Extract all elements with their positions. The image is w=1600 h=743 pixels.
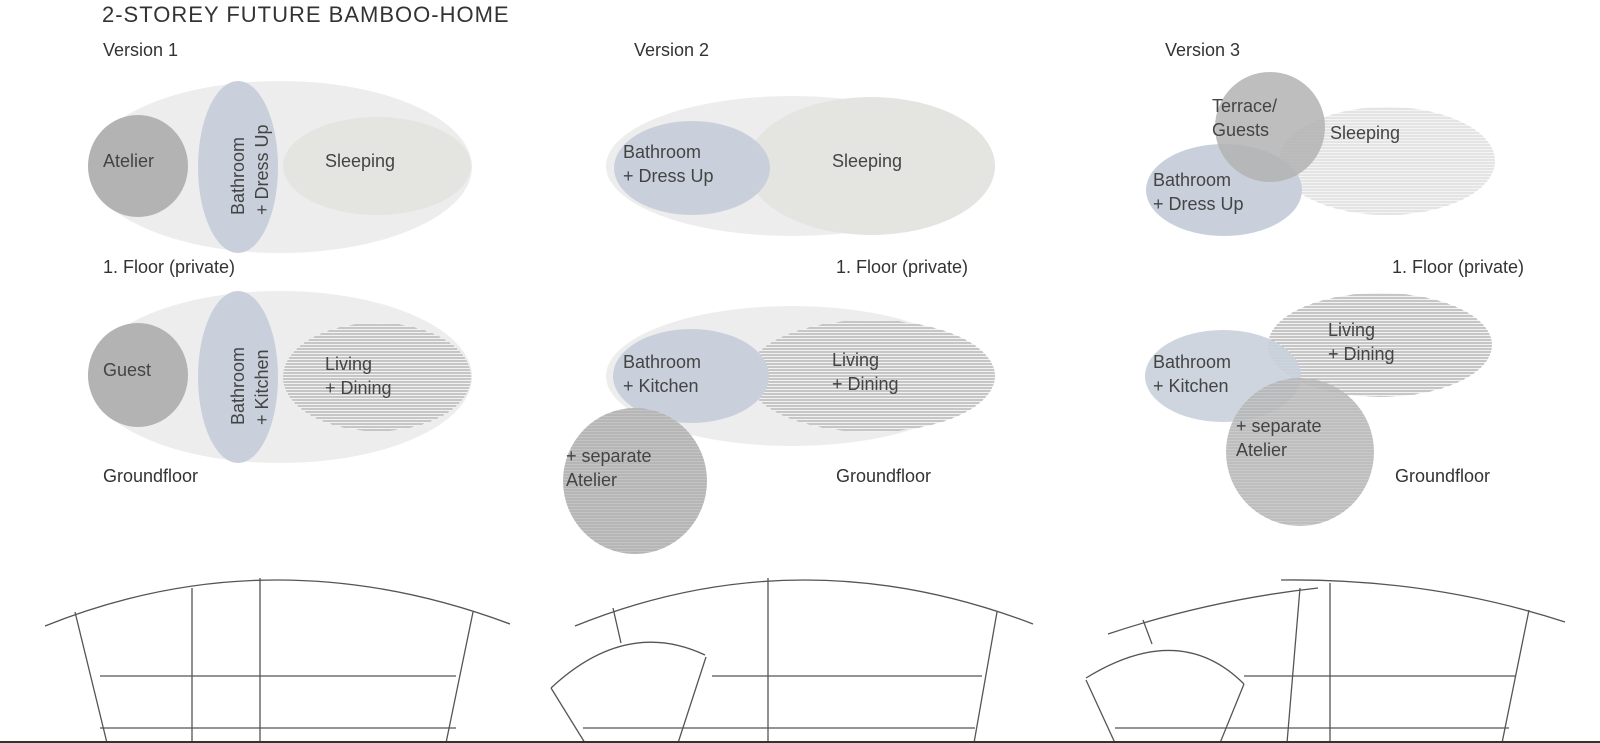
v1-guest-label: Guest <box>103 360 152 380</box>
v1-bathroom-bubble <box>198 81 278 253</box>
v3-upper-floor-bubbles <box>1146 72 1495 236</box>
v2-atelier-line1: + separate <box>566 446 652 466</box>
v2-upper-floor-bubbles <box>606 96 995 236</box>
v1-bathroom-line2: + Dress Up <box>252 124 272 215</box>
v1-bathroom-kitchen-bubble <box>198 291 278 463</box>
v2-upper-floor-label: 1. Floor (private) <box>836 257 969 277</box>
v1-sleeping-bubble <box>283 117 471 215</box>
v2-living-line2: + Dining <box>832 374 899 394</box>
v3-living-line1: Living <box>1328 320 1376 340</box>
v1-bathroom-kitchen-line2: + Kitchen <box>252 349 272 425</box>
v3-terrace-label: Terrace/ Guests <box>1212 94 1277 142</box>
v3-bathroom-kitchen-label: Bathroom + Kitchen <box>1153 350 1231 398</box>
diagram-title: 2-STOREY FUTURE BAMBOO-HOME <box>102 2 510 27</box>
v3-bathroom-kitchen-line1: Bathroom <box>1153 352 1232 372</box>
v1-living-line1: Living <box>325 354 373 374</box>
v2-section <box>550 578 1034 743</box>
v3-living-label: Living + Dining <box>1328 318 1395 366</box>
v2-atelier-label: + separate Atelier <box>566 444 652 492</box>
v2-sleeping-label: Sleeping <box>832 151 903 171</box>
v3-bathroom-kitchen-line2: + Kitchen <box>1153 376 1229 396</box>
v3-atelier-line2: Atelier <box>1236 440 1288 460</box>
v1-bathroom-label: Bathroom + Dress Up <box>226 119 272 215</box>
v2-living-bubble <box>747 320 995 432</box>
v3-living-bubble <box>1268 293 1492 397</box>
v2-bathroom-kitchen-line1: Bathroom <box>623 352 702 372</box>
v3-atelier-label: + separate Atelier <box>1236 414 1322 462</box>
v1-living-bubble <box>283 323 471 431</box>
v1-upper-floor-label: 1. Floor (private) <box>103 257 236 277</box>
v2-sleeping-bubble <box>747 97 995 235</box>
v3-ground-floor-label: Groundfloor <box>1395 466 1491 486</box>
v1-bathroom-kitchen-line1: Bathroom <box>228 346 248 425</box>
v2-ground-floor-label: Groundfloor <box>836 466 932 486</box>
v1-upper-floor-bubbles <box>88 81 472 253</box>
v1-atelier-bubble <box>88 115 188 217</box>
v1-living-label: Living + Dining <box>325 352 392 400</box>
v1-bathroom-line1: Bathroom <box>228 136 248 215</box>
v3-terrace-bubble <box>1215 72 1325 182</box>
v3-atelier-line1: + separate <box>1236 416 1322 436</box>
v3-terrace-line1: Terrace/ <box>1212 96 1278 116</box>
v2-bathroom-label: Bathroom + Dress Up <box>623 140 714 188</box>
v3-section <box>1085 579 1566 743</box>
v3-sleeping-label: Sleeping <box>1330 123 1401 143</box>
v2-atelier-line2: Atelier <box>566 470 618 490</box>
version-2-label: Version 2 <box>634 40 710 60</box>
v3-sleeping-bubble <box>1279 107 1495 215</box>
v2-ground-floor-bubbles <box>563 306 995 554</box>
v3-bathroom-line1: Bathroom <box>1153 170 1232 190</box>
v2-bathroom-bubble <box>614 121 770 215</box>
v3-bathroom-label: Bathroom + Dress Up <box>1153 168 1244 216</box>
v3-living-line2: + Dining <box>1328 344 1395 364</box>
v1-atelier-label: Atelier <box>103 151 155 171</box>
v3-upper-floor-label: 1. Floor (private) <box>1392 257 1525 277</box>
v2-bathroom-kitchen-label: Bathroom + Kitchen <box>623 350 701 398</box>
v2-living-line1: Living <box>832 350 880 370</box>
section-drawings <box>0 578 1600 743</box>
v2-living-label: Living + Dining <box>832 348 899 396</box>
v1-sleeping-label: Sleeping <box>325 151 396 171</box>
version-1-label: Version 1 <box>103 40 179 60</box>
v1-ground-floor-label: Groundfloor <box>103 466 199 486</box>
v2-bathroom-kitchen-bubble <box>613 329 769 423</box>
v1-living-line2: + Dining <box>325 378 392 398</box>
v1-guest-bubble <box>88 323 188 427</box>
v2-bathroom-kitchen-line2: + Kitchen <box>623 376 699 396</box>
v1-bathroom-kitchen-label: Bathroom + Kitchen <box>226 329 272 425</box>
v1-ground-floor-bubbles <box>88 291 472 463</box>
v3-atelier-bubble <box>1226 378 1374 526</box>
version-3-label: Version 3 <box>1165 40 1241 60</box>
v3-terrace-line2: Guests <box>1212 120 1270 140</box>
v2-atelier-bubble <box>563 408 707 554</box>
v3-bathroom-line2: + Dress Up <box>1153 194 1244 214</box>
v1-section <box>44 578 511 743</box>
v3-ground-floor-bubbles <box>1145 293 1492 526</box>
v2-bathroom-line2: + Dress Up <box>623 166 714 186</box>
v2-bathroom-line1: Bathroom <box>623 142 702 162</box>
